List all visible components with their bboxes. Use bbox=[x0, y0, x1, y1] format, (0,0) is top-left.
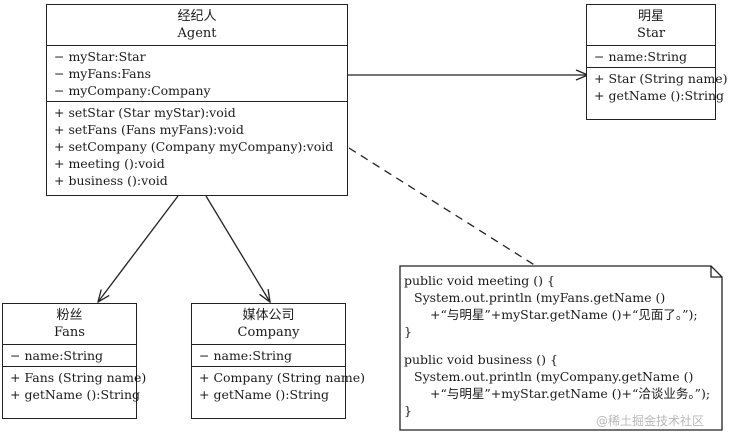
code-spacer bbox=[404, 340, 718, 351]
operation: + meeting ():void bbox=[54, 156, 165, 171]
code-line: public void meeting () { bbox=[404, 273, 555, 288]
operation: + Company (String name) bbox=[199, 370, 366, 385]
operation: + Fans (String name) bbox=[10, 370, 147, 385]
code-line: } bbox=[404, 324, 412, 339]
class-name-cn: 媒体公司 bbox=[242, 308, 295, 323]
code-line: } bbox=[404, 403, 412, 418]
code-line: +“与明星”+myStar.getName ()+“洽谈业务。”); bbox=[430, 386, 711, 401]
operation: + getName ():String bbox=[199, 387, 330, 402]
note-outline bbox=[399, 265, 723, 431]
class-name-en: Fans bbox=[54, 325, 85, 340]
attributes-section: − name:String bbox=[3, 345, 136, 366]
association-agent-to-fans bbox=[98, 195, 179, 302]
operations-section: + setStar (Star myStar):void + setFans (… bbox=[47, 101, 347, 191]
class-star: 明星 Star − name:String + Star (String nam… bbox=[586, 4, 728, 120]
class-name-en: Star bbox=[636, 26, 666, 41]
class-header: 经纪人 Agent bbox=[47, 5, 347, 46]
operation: + setStar (Star myStar):void bbox=[54, 105, 236, 120]
operation: + setFans (Fans myFans):void bbox=[54, 122, 244, 137]
attribute: − myCompany:Company bbox=[54, 83, 211, 98]
class-name-en: Company bbox=[237, 325, 300, 340]
operation: + Star (String name) bbox=[594, 71, 728, 86]
operation: + getName ():String bbox=[594, 88, 725, 103]
class-company: 媒体公司 Company − name:String + Company (St… bbox=[191, 303, 366, 419]
class-fans: 粉丝 Fans − name:String + Fans (String nam… bbox=[2, 303, 147, 419]
operation: + setCompany (Company myCompany):void bbox=[54, 139, 334, 154]
operations-section: + Star (String name) + getName ():String bbox=[587, 67, 728, 106]
attributes-section: − myStar:Star − myFans:Fans − myCompany:… bbox=[47, 46, 347, 101]
class-header: 媒体公司 Company bbox=[192, 304, 345, 345]
attribute: − name:String bbox=[199, 348, 293, 363]
operations-section: + Fans (String name) + getName ():String bbox=[3, 366, 147, 405]
code-note: public void meeting () { System.out.prin… bbox=[400, 266, 722, 430]
attribute: − myStar:Star bbox=[54, 49, 146, 64]
watermark: @稀土掘金技术社区 bbox=[596, 414, 705, 428]
code-line: System.out.println (myCompany.getName () bbox=[414, 369, 694, 384]
class-header: 粉丝 Fans bbox=[3, 304, 136, 345]
attribute: − myFans:Fans bbox=[54, 66, 152, 81]
association-agent-to-company bbox=[205, 195, 270, 302]
attribute: − name:String bbox=[10, 348, 104, 363]
class-name-cn: 粉丝 bbox=[56, 308, 83, 323]
class-agent: 经纪人 Agent − myStar:Star − myFans:Fans − … bbox=[46, 4, 348, 196]
operations-section: + Company (String name) + getName ():Str… bbox=[192, 366, 366, 405]
attributes-section: − name:String bbox=[192, 345, 345, 366]
note-anchor-dashed bbox=[348, 147, 537, 267]
class-name-cn: 经纪人 bbox=[177, 9, 217, 24]
note-folded-corner bbox=[710, 266, 722, 278]
code-line: System.out.println (myFans.getName () bbox=[414, 290, 666, 305]
attribute: − name:String bbox=[594, 49, 688, 64]
class-name-cn: 明星 bbox=[637, 9, 664, 24]
code-line: +“与明星”+myStar.getName ()+“见面了。”); bbox=[430, 307, 698, 322]
operation: + business ():void bbox=[54, 173, 168, 188]
attributes-section: − name:String bbox=[587, 46, 715, 67]
code-line: public void business () { bbox=[404, 352, 558, 367]
operation: + getName ():String bbox=[10, 387, 141, 402]
class-header: 明星 Star bbox=[587, 5, 715, 46]
class-name-en: Agent bbox=[177, 26, 217, 41]
